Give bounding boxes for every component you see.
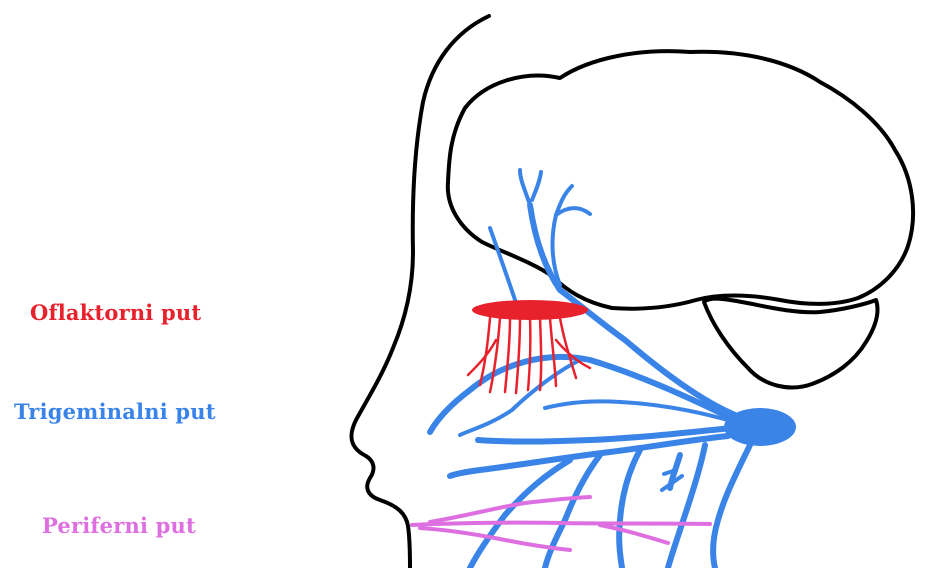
cerebellum-outline: [704, 299, 878, 388]
trigeminal-branch: [460, 360, 580, 435]
peripheral-nerve: [412, 523, 710, 525]
peripheral-nerve: [600, 525, 668, 543]
trigeminal-branch: [556, 208, 590, 215]
trigeminal-branch: [553, 186, 572, 285]
trigeminal-branch: [532, 172, 541, 200]
peripheral-pathway: [412, 497, 710, 550]
trigeminal-branch: [619, 450, 640, 568]
olfactory-fiber: [505, 318, 510, 392]
trigeminal-branch: [668, 445, 705, 568]
olfactory-fiber: [528, 318, 530, 390]
olfactory-fiber: [490, 318, 500, 392]
brain-outline: [448, 51, 913, 309]
head-profile-outline: [351, 16, 489, 568]
trigeminal-branch: [470, 460, 570, 568]
trigeminal-branch: [520, 170, 530, 205]
olfactory-fiber: [540, 318, 541, 390]
olfactory-fiber: [516, 318, 520, 393]
trigeminal-branch: [713, 445, 750, 568]
trigeminal-pathway: [430, 170, 796, 568]
